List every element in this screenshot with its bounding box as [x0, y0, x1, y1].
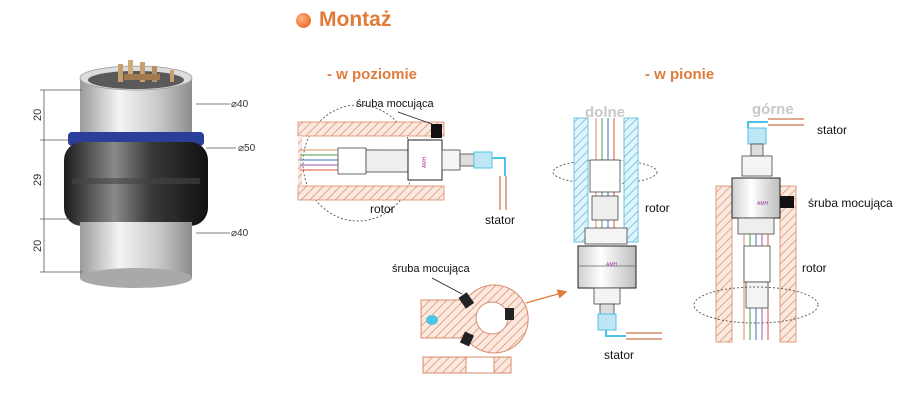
bottom-cylinder-base	[80, 268, 192, 288]
dim-top-height: 20	[32, 109, 44, 121]
label-bottom: dolne	[585, 104, 625, 121]
label-screw-horizontal: śruba mocująca	[356, 98, 435, 110]
label-rotor-horizontal: rotor	[370, 202, 395, 216]
rotation-arrow-top	[693, 286, 819, 324]
clamp-detail	[420, 277, 568, 374]
label-screw-clamp: śruba mocująca	[392, 263, 471, 275]
label-top: górne	[752, 101, 794, 118]
brand-top: AMH	[757, 201, 769, 207]
header: Montaż	[296, 8, 391, 32]
slip-ring-3d	[64, 60, 208, 288]
vertical-bottom-mount: AMH	[552, 117, 662, 340]
terminal-pins	[118, 60, 174, 82]
screw-top	[780, 196, 794, 208]
bullet-icon	[296, 12, 311, 28]
label-stator-horizontal: stator	[485, 213, 515, 227]
screw-horizontal	[431, 124, 442, 138]
brand-bottom: AMH	[606, 262, 618, 268]
dim-bottom-diameter: ⌀40	[231, 228, 249, 239]
dimension-lines	[40, 89, 236, 273]
brand-horizontal: AMH	[422, 157, 428, 169]
label-stator-bottom: stator	[604, 348, 634, 362]
dim-bottom-height: 20	[32, 240, 44, 252]
label-rotor-top: rotor	[802, 261, 827, 275]
dim-middle-height: 29	[32, 174, 44, 186]
label-screw-top: śruba mocująca	[808, 196, 893, 210]
dim-middle-diameter: ⌀50	[238, 143, 256, 154]
section-horizontal-title: - w poziomie	[327, 66, 417, 83]
page-title: Montaż	[319, 8, 392, 31]
dim-top-diameter: ⌀40	[231, 99, 249, 110]
label-rotor-bottom: rotor	[645, 201, 670, 215]
horizontal-mount: AMH	[297, 104, 507, 222]
vertical-top-mount: AMH	[693, 118, 819, 343]
label-stator-top: stator	[817, 123, 847, 137]
section-vertical-title: - w pionie	[645, 66, 715, 83]
